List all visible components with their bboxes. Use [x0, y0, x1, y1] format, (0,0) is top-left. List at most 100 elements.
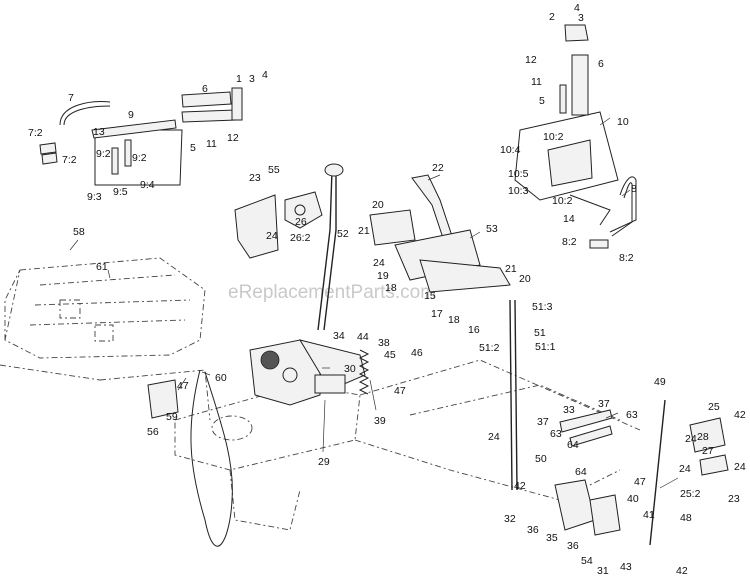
callout-8-2b: 8:2	[619, 252, 634, 264]
callout-47: 47	[394, 385, 406, 397]
callout-24c: 24	[685, 433, 697, 445]
callout-26: 26	[295, 216, 307, 228]
callout-52: 52	[337, 228, 349, 240]
callout-51-2: 51:2	[479, 342, 500, 354]
leaders	[69, 117, 679, 489]
callout-3: 3	[578, 12, 584, 24]
callout-21: 21	[358, 225, 370, 237]
callout-10-4: 10:4	[500, 144, 521, 156]
callout-9-3: 9:3	[87, 191, 102, 203]
callout-8-2: 8:2	[562, 236, 577, 248]
callout-19: 19	[377, 270, 389, 282]
callout-6: 6	[598, 58, 604, 70]
callout-33: 33	[563, 404, 575, 416]
callout-10: 10	[617, 116, 629, 128]
callout-7-2: 7:2	[28, 127, 43, 139]
callout-47b: 47	[177, 380, 189, 392]
callout-18b: 18	[448, 314, 460, 326]
callout-51: 51	[534, 327, 546, 339]
callout-25-2: 25:2	[680, 488, 701, 500]
callout-63b: 63	[550, 428, 562, 440]
callout-40: 40	[627, 493, 639, 505]
callout-2: 2	[549, 11, 555, 23]
callout-10-2: 10:2	[543, 131, 564, 143]
callout-24d: 24	[679, 463, 691, 475]
callout-48: 48	[680, 512, 692, 524]
callout-63: 63	[626, 409, 638, 421]
callout-16: 16	[468, 324, 480, 336]
callout-22: 22	[432, 162, 444, 174]
callout-20b: 20	[519, 273, 531, 285]
callout-58: 58	[73, 226, 85, 238]
callout-24: 24	[266, 230, 278, 242]
callout-24f: 24	[488, 431, 500, 443]
callout-9-4: 9:4	[140, 179, 155, 191]
callout-24b: 24	[373, 257, 385, 269]
inset-handle-right	[514, 24, 637, 249]
callout-23b: 23	[728, 493, 740, 505]
callout-21b: 21	[505, 263, 517, 275]
callout-27: 27	[702, 445, 714, 457]
callout-42b: 42	[514, 480, 526, 492]
callout-56: 56	[147, 426, 159, 438]
inset-handle-left	[39, 87, 243, 186]
callout-12: 12	[525, 54, 537, 66]
callout-53: 53	[486, 223, 498, 235]
callout-26-2: 26:2	[290, 232, 311, 244]
hydro-transmission	[249, 339, 366, 406]
callout-7-2b: 7:2	[62, 154, 77, 166]
callout-64b: 64	[575, 466, 587, 478]
callout-51-3: 51:3	[532, 301, 553, 313]
callout-42c: 42	[676, 565, 688, 577]
callout-34: 34	[333, 330, 345, 342]
callout-10-2b: 10:2	[552, 195, 573, 207]
callout-61: 61	[96, 261, 108, 273]
callout-32: 32	[504, 513, 516, 525]
callout-44: 44	[357, 331, 369, 343]
callout-30: 30	[344, 363, 356, 375]
callout-51-1: 51:1	[535, 341, 556, 353]
callout-45: 45	[384, 349, 396, 361]
callout-5: 5	[539, 95, 545, 107]
callout-5b: 5	[190, 142, 196, 154]
callout-28: 28	[697, 431, 709, 443]
callout-18: 18	[385, 282, 397, 294]
callout-9-2b: 9:2	[132, 152, 147, 164]
callout-4: 4	[574, 2, 580, 14]
callout-8: 8	[631, 183, 637, 195]
callout-3b: 3	[249, 73, 255, 85]
callout-17: 17	[431, 308, 443, 320]
callout-6b: 6	[202, 83, 208, 95]
callout-labels: 2 4 3 12 6 11 5 10 10:2 10:4 10:5 10:3 1…	[28, 2, 746, 577]
callout-20: 20	[372, 199, 384, 211]
callout-15: 15	[424, 290, 436, 302]
callout-29: 29	[318, 456, 330, 468]
callout-14: 14	[563, 213, 575, 225]
callout-64: 64	[567, 439, 579, 451]
callout-49: 49	[654, 376, 666, 388]
callout-9: 9	[128, 109, 134, 121]
callout-11: 11	[531, 76, 542, 88]
callout-13: 13	[93, 126, 105, 138]
callout-11b: 11	[206, 138, 217, 150]
callout-41: 41	[643, 509, 655, 521]
callout-23: 23	[249, 172, 261, 184]
callout-42: 42	[734, 409, 746, 421]
callout-24e: 24	[734, 461, 746, 473]
callout-36b: 36	[567, 540, 579, 552]
callout-31: 31	[597, 565, 609, 577]
callout-39: 39	[374, 415, 386, 427]
callout-9-5: 9:5	[113, 186, 128, 198]
callout-10-3: 10:3	[508, 185, 529, 197]
callout-55: 55	[268, 164, 280, 176]
callout-43: 43	[620, 561, 632, 573]
callout-35: 35	[546, 532, 558, 544]
callout-10-5: 10:5	[508, 168, 529, 180]
callout-25: 25	[708, 401, 720, 413]
callout-4b: 4	[262, 69, 268, 81]
callout-12b: 12	[227, 132, 239, 144]
callout-60: 60	[215, 372, 227, 384]
callout-7: 7	[68, 92, 74, 104]
callout-54: 54	[581, 555, 593, 567]
